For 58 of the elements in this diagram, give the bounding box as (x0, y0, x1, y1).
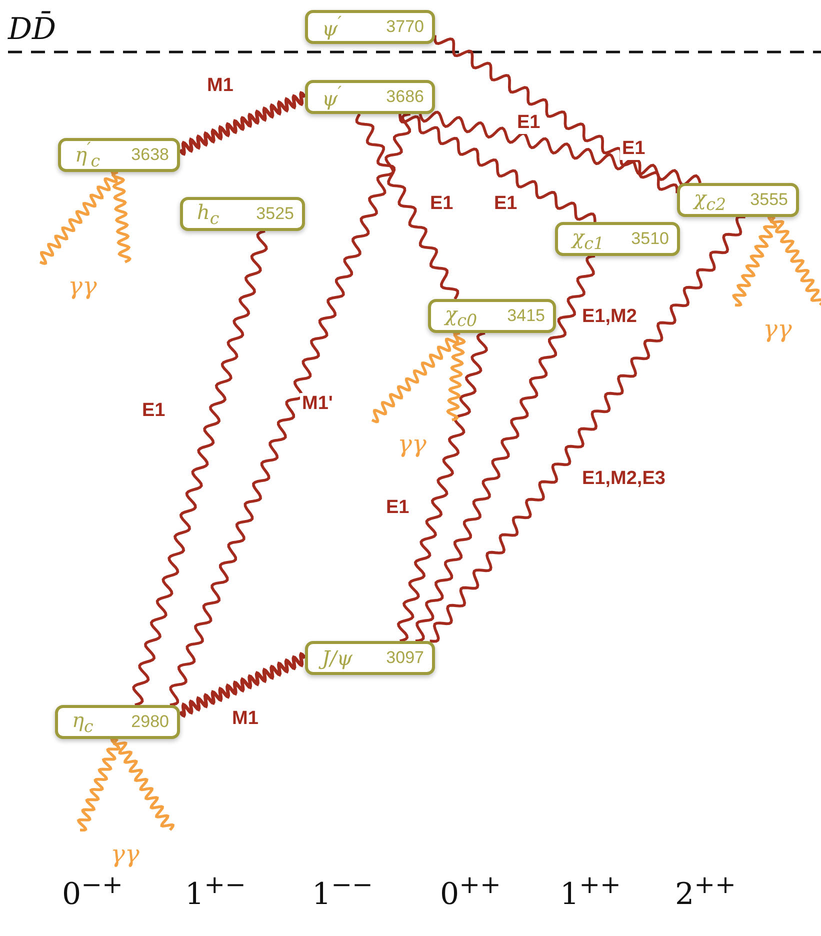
mass-value: 3510 (631, 229, 669, 249)
transition-wavy-line (418, 110, 702, 186)
energy-level-box (180, 197, 305, 231)
quantum-number-label: 2$^{++}$ (675, 870, 736, 912)
transition-wavy-line (355, 113, 460, 300)
photon-pair-label: γγ (110, 840, 140, 868)
quantum-number-label: 1$^{+−}$ (185, 870, 246, 912)
transition-wavy-line (132, 230, 268, 706)
transition-wavy-line (398, 114, 596, 222)
photon-wavy-line (111, 170, 132, 264)
edge-label: E1 (620, 138, 648, 160)
mass-value: 2980 (131, 712, 169, 732)
mass-value: 3638 (131, 145, 169, 165)
particle-symbol: χ$_{c1}$ (572, 225, 604, 253)
particle-symbol: ψ$^{′}$ (322, 13, 342, 41)
photon-pair-label: γγ (763, 315, 792, 343)
photon-pair-label: γγ (68, 272, 97, 300)
transition-wavy-line (178, 91, 306, 156)
photon-wavy-line (76, 738, 121, 832)
photon-pair-label: γγ (398, 430, 426, 458)
energy-level-box (55, 705, 180, 739)
mass-value: 3555 (750, 190, 788, 210)
quantum-number-label: 0$^{−+}$ (62, 870, 123, 912)
mass-value: 3686 (386, 87, 424, 107)
energy-level-box (305, 641, 435, 675)
mass-value: 3770 (386, 17, 424, 37)
quantum-number-label: 1$^{++}$ (560, 870, 621, 912)
mass-value: 3415 (507, 306, 545, 326)
transition-wavy-line (169, 112, 412, 706)
particle-symbol: χ$_{c0}$ (445, 302, 478, 330)
transition-wavy-line (396, 332, 488, 642)
photon-wavy-line (770, 216, 821, 306)
photon-wavy-line (39, 169, 118, 265)
energy-level-box (677, 183, 799, 217)
particle-symbol: ψ$^{′}$ (322, 83, 342, 111)
transition-wavy-line (178, 652, 306, 718)
quantum-number-label: 0$^{++}$ (440, 870, 501, 912)
mass-value: 3097 (386, 648, 424, 668)
particle-symbol: χ$_{c2}$ (694, 186, 726, 214)
quantum-number-label: 1$^{−−}$ (312, 870, 373, 912)
photon-wavy-line (113, 738, 174, 831)
photon-wavy-line (446, 332, 466, 422)
mass-value: 3525 (256, 204, 294, 224)
edge-label: E1 (515, 112, 542, 134)
edge-label: E1,M2 (580, 306, 639, 328)
energy-level-box (305, 10, 435, 44)
energy-level-box (555, 222, 680, 256)
threshold-label: DD̄ (8, 12, 56, 47)
photon-wavy-line (732, 215, 778, 307)
transition-wavy-line (430, 215, 746, 643)
particle-symbol: η$_{c}$ (72, 708, 94, 736)
energy-level-box (428, 299, 556, 333)
transition-wavy-line (434, 35, 678, 194)
energy-level-box (58, 138, 180, 172)
transition-wavy-line (415, 254, 596, 642)
edge-label: E1,M2,E3 (580, 468, 668, 490)
energy-level-box (305, 80, 435, 114)
particle-symbol: h$_{c}$ (197, 200, 220, 228)
